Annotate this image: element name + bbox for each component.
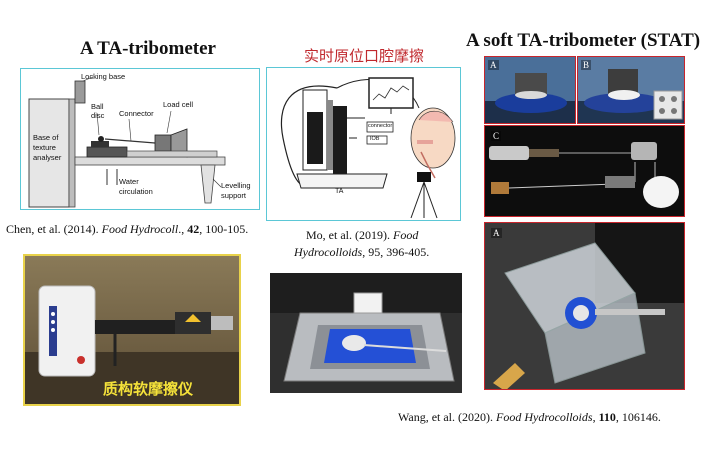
citation-chen-pages: , 100-105. [199,222,249,236]
citation-wang-sep: , [592,410,599,424]
label-base-3: analyser [33,153,62,162]
oral-tribology-schematic [280,77,456,219]
citation-wang: Wang, et al. (2020). Food Hydrocolloids,… [398,410,661,425]
label-locking-base: Locking base [81,72,126,81]
texture-tribometer-photo: 质构软摩擦仪 [23,254,241,406]
citation-chen-volume: 42 [187,222,200,236]
citation-mo-line2: Hydrocolloids, 95, 396-405. [294,245,429,260]
label-base-2: texture [33,143,56,152]
texture-tribometer-caption: 质构软摩擦仪 [103,380,194,398]
ta-tribometer-diagram: Locking base Ball disc Connector Load ce… [20,68,260,210]
citation-wang-journal: Food Hydrocolloids [496,410,593,424]
label-load-cell: Load cell [163,100,194,109]
citation-chen-sep: ., [178,222,188,236]
oral-tribology-diagram: TA connector IOB [266,67,461,221]
stat-photo-a2: A [484,222,685,390]
right-title: A soft TA-tribometer (STAT) [466,30,701,51]
label-connector-box: connector [368,123,393,129]
stat-photo-a-label: A [488,60,499,70]
left-title: A TA-tribometer [80,38,216,59]
oral-cell-photo [270,273,462,393]
label-ball: Ball [91,102,104,111]
stat-photo-a: A [484,56,576,124]
stat-photo-a2-label: A [491,228,502,238]
citation-mo-journal-part2: Hydrocolloids [294,245,363,259]
citation-mo-rest: , 95, 396-405. [362,245,430,259]
citation-mo-line1: Mo, et al. (2019). Food [306,228,418,243]
label-water-1: Water [119,177,139,186]
middle-title-cn: 实时原位口腔摩擦 [304,47,425,65]
ta-tribometer-schematic [28,76,226,208]
stat-photo-b-label: B [581,60,592,70]
label-water-2: circulation [119,187,153,196]
stat-photo-c-art [485,126,684,216]
label-base-1: Base of [33,133,59,142]
citation-wang-pages: , 106146. [615,410,661,424]
texture-tribometer-photo-art [25,256,239,404]
stat-photo-c-label: C [491,131,502,141]
citation-mo-journal-part1: Food [392,228,419,242]
stat-photo-a2-art [485,223,684,389]
label-iob-box: IOB [370,136,380,142]
label-ta: TA [335,188,344,195]
citation-chen-authors: Chen, et al. (2014). [6,222,102,236]
citation-chen-journal: Food Hydrocoll [101,222,179,236]
stat-photo-a-art [485,57,575,123]
citation-mo-authors: Mo, et al. (2019). [306,228,393,242]
oral-cell-photo-art [270,273,462,393]
label-levelling-1: Levelling [221,181,251,190]
label-disc: disc [91,111,105,120]
citation-wang-authors: Wang, et al. (2020). [398,410,497,424]
stat-photo-b-art [578,57,684,123]
label-connector: Connector [119,109,154,118]
stat-photo-c: C [484,125,685,217]
citation-chen: Chen, et al. (2014). Food Hydrocoll., 42… [6,222,248,237]
label-levelling-2: support [221,191,247,200]
stat-photo-b: B [577,56,685,124]
citation-wang-volume: 110 [598,410,616,424]
